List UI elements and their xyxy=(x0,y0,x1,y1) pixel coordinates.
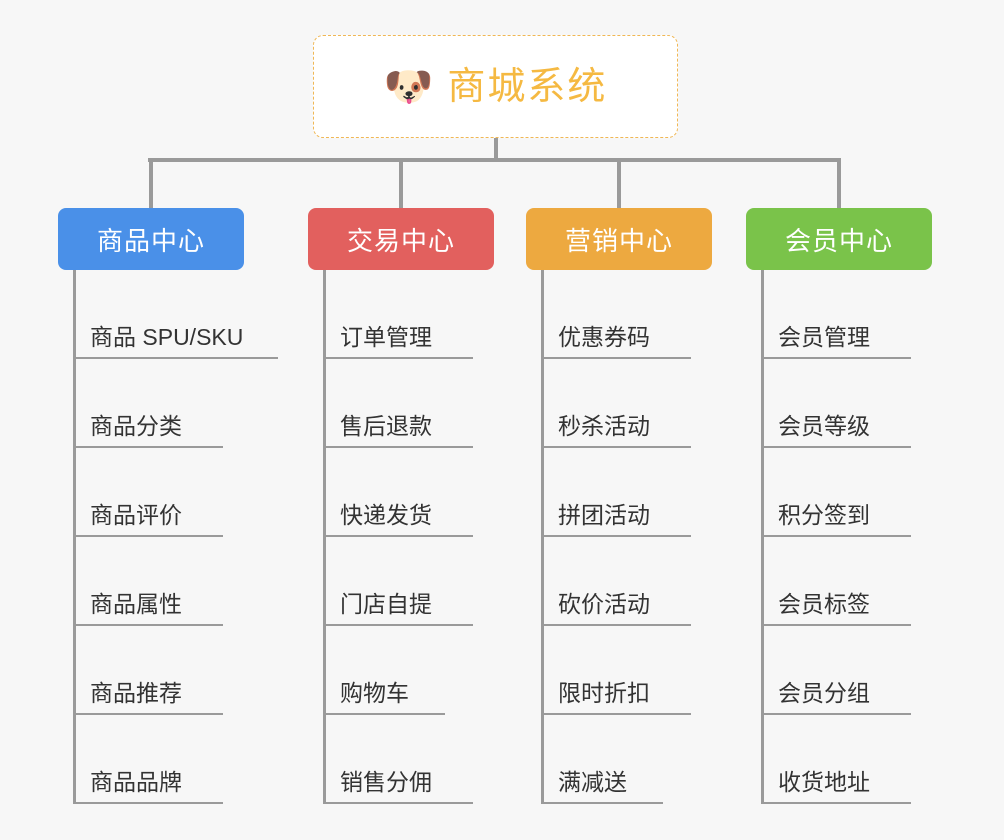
leaf-item-label: 商品评价 xyxy=(90,502,182,528)
leaf-item[interactable]: 商品品牌 xyxy=(58,715,244,804)
leaf-item[interactable]: 拼团活动 xyxy=(526,448,712,537)
leaf-item[interactable]: 商品评价 xyxy=(58,448,244,537)
root-node-mall-system[interactable]: 🐶 商城系统 xyxy=(313,35,678,138)
leaf-item[interactable]: 商品分类 xyxy=(58,359,244,448)
leaf-item[interactable]: 优惠券码 xyxy=(526,270,712,359)
leaf-item-label: 收货地址 xyxy=(778,769,870,795)
leaf-item-label: 会员管理 xyxy=(778,324,870,350)
leaf-item-underline xyxy=(761,713,911,715)
connector-trunk-member-center xyxy=(761,270,764,804)
leaf-item-underline xyxy=(323,446,473,448)
leaf-item[interactable]: 商品属性 xyxy=(58,537,244,626)
connector-root-stem xyxy=(494,138,498,160)
leaf-item-underline xyxy=(541,713,691,715)
leaf-item[interactable]: 限时折扣 xyxy=(526,626,712,715)
leaf-item-underline xyxy=(73,802,223,804)
leaf-item-underline xyxy=(73,624,223,626)
leaf-item[interactable]: 商品推荐 xyxy=(58,626,244,715)
leaf-item[interactable]: 快递发货 xyxy=(308,448,494,537)
leaf-item[interactable]: 满减送 xyxy=(526,715,712,804)
leaf-item-label: 限时折扣 xyxy=(558,680,650,706)
leaf-item[interactable]: 销售分佣 xyxy=(308,715,494,804)
leaf-item[interactable]: 售后退款 xyxy=(308,359,494,448)
leaf-item[interactable]: 商品 SPU/SKU xyxy=(58,270,278,359)
connector-drop-member-center xyxy=(837,158,841,208)
leaf-item[interactable]: 订单管理 xyxy=(308,270,494,359)
leaf-item-underline xyxy=(761,357,911,359)
leaf-item-underline xyxy=(761,535,911,537)
leaf-item-label: 商品推荐 xyxy=(90,680,182,706)
leaf-item-label: 拼团活动 xyxy=(558,502,650,528)
connector-trunk-product-center xyxy=(73,270,76,804)
category-header-member-center[interactable]: 会员中心 xyxy=(746,208,932,270)
leaf-item-underline xyxy=(761,446,911,448)
leaf-item-label: 售后退款 xyxy=(340,413,432,439)
leaf-item-underline xyxy=(323,713,445,715)
connector-drop-trade-center xyxy=(399,158,403,208)
leaf-item-underline xyxy=(73,446,223,448)
leaf-item-underline xyxy=(541,802,663,804)
leaf-item-label: 积分签到 xyxy=(778,502,870,528)
leaf-list-marketing-center: 优惠券码秒杀活动拼团活动砍价活动限时折扣满减送 xyxy=(526,270,712,804)
leaf-list-trade-center: 订单管理售后退款快递发货门店自提购物车销售分佣 xyxy=(308,270,494,804)
leaf-item-label: 订单管理 xyxy=(340,324,432,350)
leaf-item[interactable]: 会员等级 xyxy=(746,359,932,448)
leaf-item[interactable]: 门店自提 xyxy=(308,537,494,626)
leaf-item[interactable]: 购物车 xyxy=(308,626,494,715)
leaf-item-underline xyxy=(541,624,691,626)
branch-column-trade-center: 交易中心订单管理售后退款快递发货门店自提购物车销售分佣 xyxy=(308,208,494,804)
category-header-trade-center[interactable]: 交易中心 xyxy=(308,208,494,270)
leaf-item-label: 快递发货 xyxy=(340,502,432,528)
leaf-item-underline xyxy=(73,713,223,715)
leaf-item-underline xyxy=(323,535,473,537)
leaf-item-label: 秒杀活动 xyxy=(558,413,650,439)
leaf-item[interactable]: 收货地址 xyxy=(746,715,932,804)
branch-column-product-center: 商品中心商品 SPU/SKU 商品分类商品评价商品属性商品推荐商品品牌 xyxy=(58,208,278,804)
leaf-item-underline xyxy=(323,802,473,804)
connector-trunk-trade-center xyxy=(323,270,326,804)
leaf-item-underline xyxy=(541,446,691,448)
leaf-item-label: 砍价活动 xyxy=(558,591,650,617)
connector-drop-product-center xyxy=(149,158,153,208)
leaf-item[interactable]: 会员管理 xyxy=(746,270,932,359)
leaf-item-label: 满减送 xyxy=(558,769,627,795)
category-header-marketing-center[interactable]: 营销中心 xyxy=(526,208,712,270)
leaf-item-label: 商品属性 xyxy=(90,591,182,617)
branch-column-member-center: 会员中心会员管理会员等级积分签到会员标签会员分组收货地址 xyxy=(746,208,932,804)
leaf-item-underline xyxy=(761,624,911,626)
leaf-item-underline xyxy=(541,535,691,537)
leaf-list-member-center: 会员管理会员等级积分签到会员标签会员分组收货地址 xyxy=(746,270,932,804)
leaf-item[interactable]: 积分签到 xyxy=(746,448,932,537)
leaf-item[interactable]: 会员标签 xyxy=(746,537,932,626)
leaf-item[interactable]: 秒杀活动 xyxy=(526,359,712,448)
leaf-list-product-center: 商品 SPU/SKU 商品分类商品评价商品属性商品推荐商品品牌 xyxy=(58,270,278,804)
leaf-item[interactable]: 砍价活动 xyxy=(526,537,712,626)
leaf-item-label: 销售分佣 xyxy=(340,769,432,795)
leaf-item-underline xyxy=(541,357,691,359)
leaf-item-underline xyxy=(73,357,278,359)
leaf-item-label: 门店自提 xyxy=(340,591,432,617)
root-node-title: 商城系统 xyxy=(447,65,608,108)
leaf-item-underline xyxy=(761,802,911,804)
leaf-item-label: 购物车 xyxy=(340,680,409,706)
leaf-item-underline xyxy=(323,624,473,626)
leaf-item[interactable]: 会员分组 xyxy=(746,626,932,715)
connector-horizontal-bus xyxy=(148,158,840,162)
connector-drop-marketing-center xyxy=(617,158,621,208)
leaf-item-label: 会员标签 xyxy=(778,591,870,617)
leaf-item-label: 会员等级 xyxy=(778,413,870,439)
connector-trunk-marketing-center xyxy=(541,270,544,804)
category-header-product-center[interactable]: 商品中心 xyxy=(58,208,244,270)
leaf-item-label: 优惠券码 xyxy=(558,324,650,350)
leaf-item-label: 商品分类 xyxy=(90,413,182,439)
shiba-dog-face-icon: 🐶 xyxy=(383,64,434,109)
leaf-item-label: 商品品牌 xyxy=(90,769,182,795)
branch-column-marketing-center: 营销中心优惠券码秒杀活动拼团活动砍价活动限时折扣满减送 xyxy=(526,208,712,804)
leaf-item-underline xyxy=(323,357,473,359)
leaf-item-label: 商品 SPU/SKU xyxy=(90,324,244,350)
leaf-item-underline xyxy=(73,535,223,537)
leaf-item-label: 会员分组 xyxy=(778,680,870,706)
